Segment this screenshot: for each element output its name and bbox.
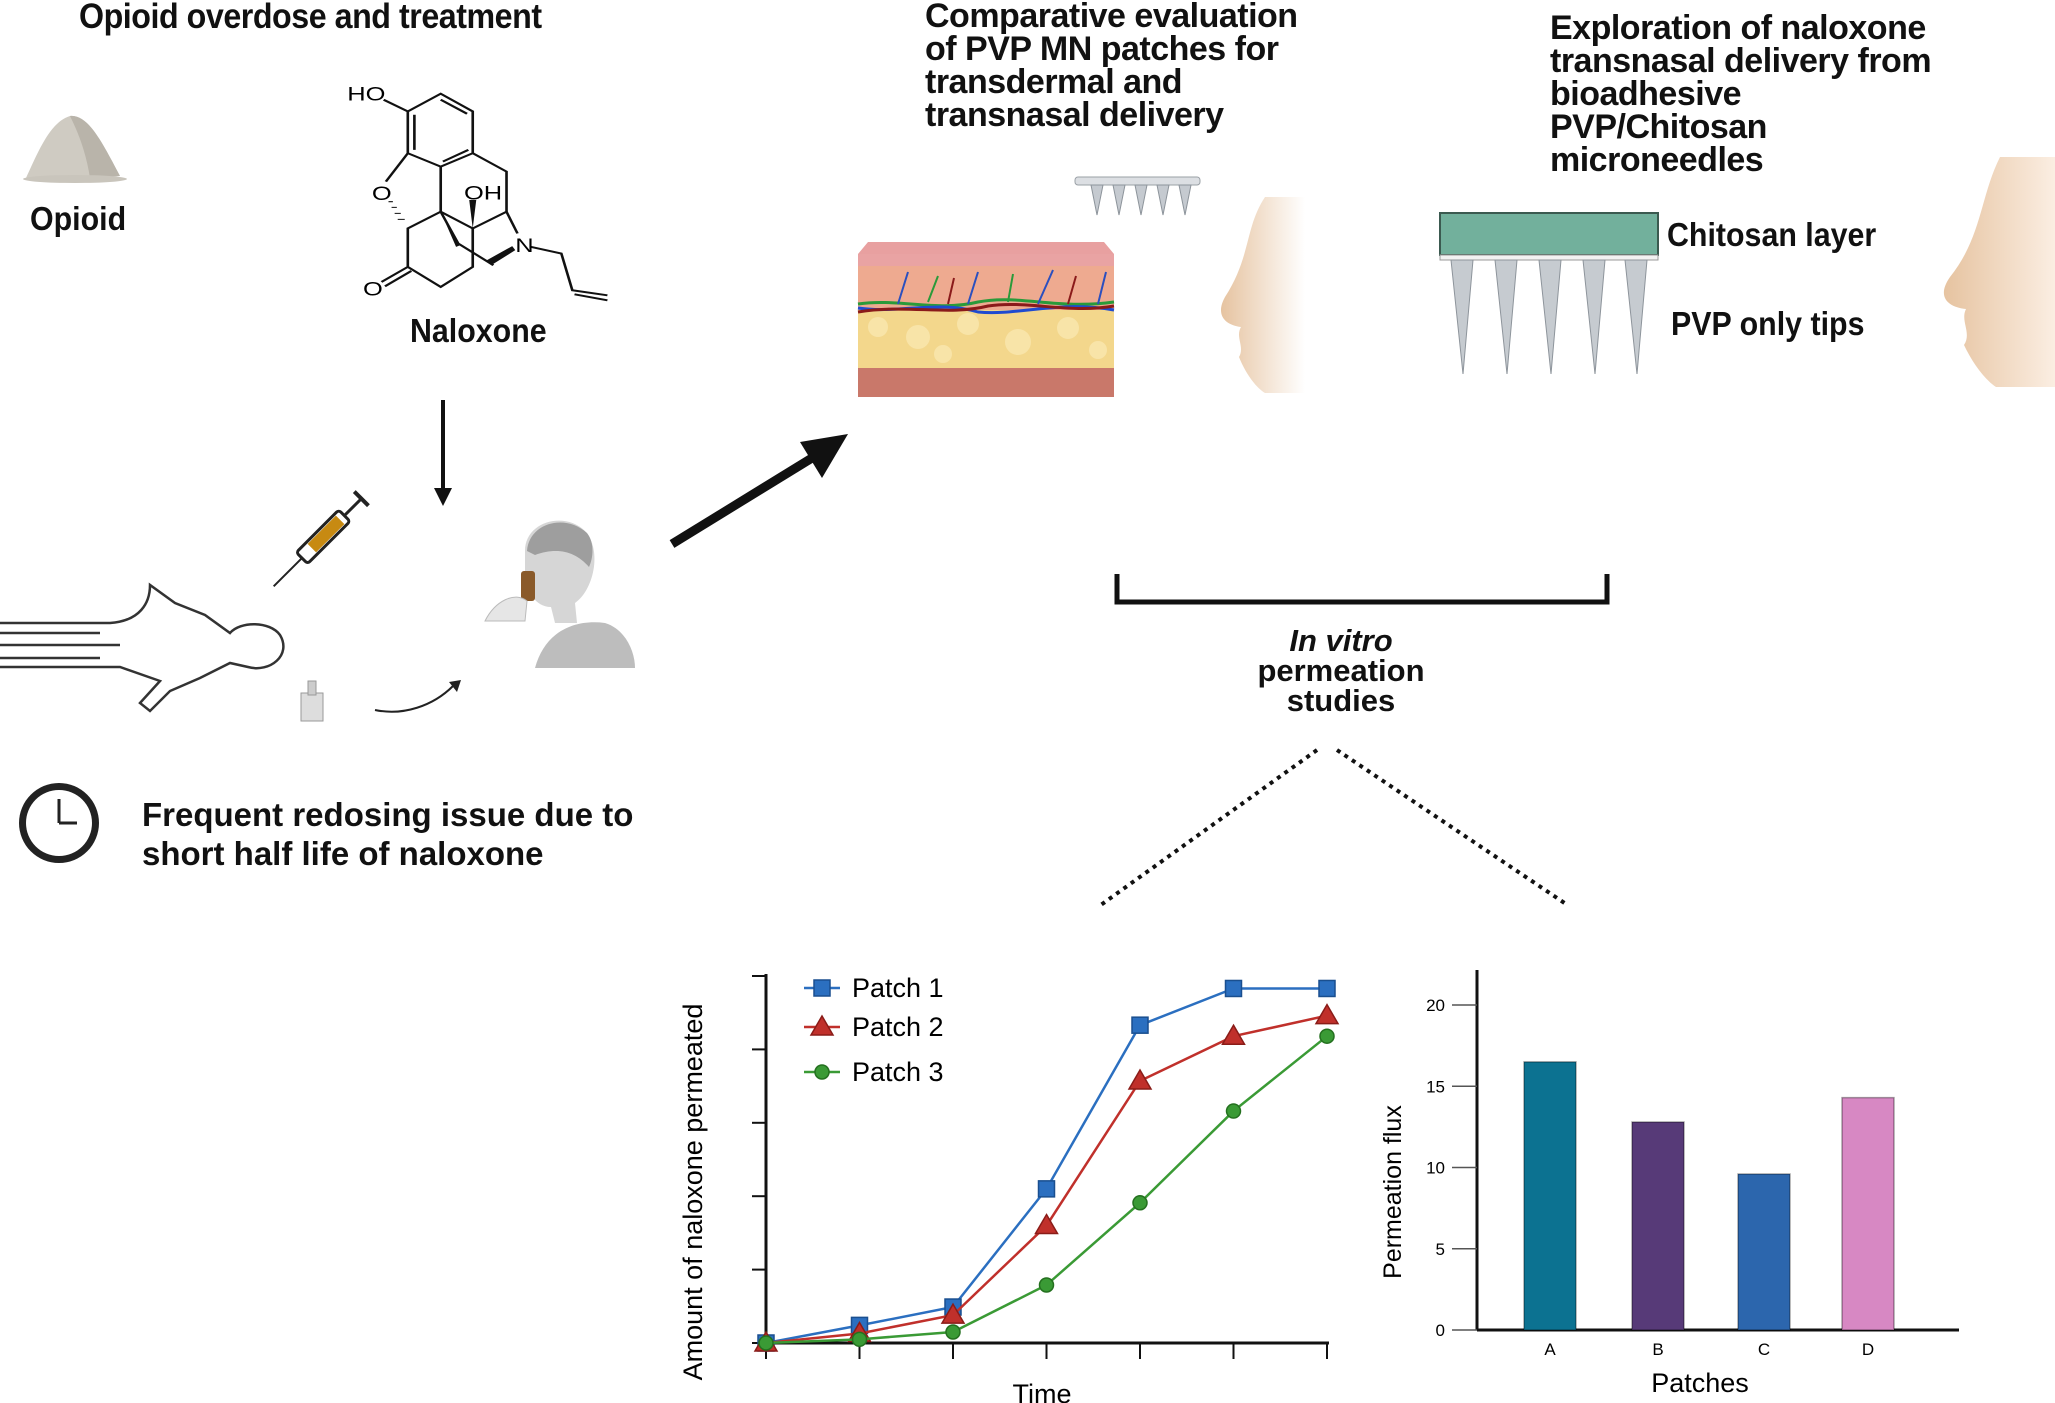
x-axis-label: Patches [1651,1368,1749,1398]
y-tick-label: 5 [1436,1240,1445,1259]
middle-title-line: transdermal and [925,63,1183,101]
legend-marker [809,1014,835,1036]
right-title-line: Exploration of naloxone [1550,9,1926,47]
x-axis-label: Time [1013,1379,1072,1403]
bar-d [1841,1096,1895,1331]
naloxone-label-text: Naloxone [410,312,547,349]
right-title-line: transnasal delivery from [1550,42,1932,80]
redosing-line-2: short half life of naloxone [142,835,544,872]
naloxone-structure-diagram: HO OH O O N [347,83,608,302]
data-point [1224,979,1243,998]
diagonal-arrow-icon [669,434,848,548]
studies-line-in-vitro: In vitro [1289,623,1393,658]
legend-label: Patch 3 [852,1057,944,1087]
x-tick-label: B [1652,1340,1663,1359]
y-tick-label: 20 [1426,996,1445,1015]
y-axis-label: Permeation flux [1379,1105,1407,1279]
data-point [1127,1068,1153,1090]
data-point [1318,979,1336,998]
atom-o-keto: O [363,278,383,299]
x-tick-label: A [1544,1340,1556,1359]
data-point [1225,1103,1242,1119]
atom-oh: OH [464,182,502,203]
data-point [1034,1213,1059,1235]
middle-title-line: of PVP MN patches for [925,30,1279,68]
y-tick-label: 15 [1426,1077,1445,1096]
data-point [1131,1016,1149,1034]
legend-marker [813,979,831,997]
pvp-tips-label: PVP only tips [1671,305,1881,343]
opioid-label-text: Opioid [30,200,127,237]
studies-line: studies [1286,683,1396,718]
x-tick-label: C [1758,1340,1770,1359]
atom-ho: HO [347,83,385,104]
data-point [1319,1028,1335,1044]
chitosan-layer-label-text: Chitosan layer [1667,216,1877,253]
skin-layers-icon [857,242,1115,397]
right-title-line: microneedles [1550,141,1764,179]
chitosan-microneedle-array-icon [1439,212,1659,375]
atom-n: N [515,235,533,256]
clock-icon [19,783,99,863]
x-tick-label: D [1862,1340,1874,1359]
pvp-tips-label-text: PVP only tips [1671,305,1865,342]
patient-lying-icon [0,582,285,713]
down-arrow-icon [434,400,452,506]
chitosan-layer-label: Chitosan layer [1667,216,1894,254]
data-point [851,1331,868,1348]
dotted-line-right [1335,748,1568,906]
face-profile-icon [1220,197,1305,393]
opioid-label: Opioid [30,200,134,238]
middle-title-line: Comparative evaluation [925,0,1298,35]
data-point [945,1324,961,1340]
data-point [1037,1180,1056,1198]
right-title-line: bioadhesive [1550,75,1742,113]
data-point [1314,1003,1340,1025]
left-panel-title-text: Opioid overdose and treatment [79,0,542,36]
atom-o-ring: O [372,183,392,204]
data-point [1221,1023,1246,1045]
syringe-icon [272,490,370,588]
studies-label: In vitro permeation studies [1241,623,1441,718]
right-title-line: PVP/Chitosan [1550,108,1767,146]
small-microneedle-patch-icon [1074,176,1201,216]
studies-line: permeation [1257,653,1425,688]
data-point [940,1302,966,1324]
curved-arrow-icon [374,680,461,713]
middle-panel-title: Comparative evaluation of PVP MN patches… [925,0,1298,132]
opioid-powder-icon [23,115,127,183]
y-tick-label: 10 [1426,1159,1445,1178]
inhaler-device-icon [300,680,324,722]
data-point [758,1335,774,1351]
bar-c [1737,1173,1791,1331]
bar-b [1631,1121,1685,1331]
data-point [1132,1195,1148,1211]
bar-a [1523,1061,1577,1331]
redosing-line-1: Frequent redosing issue due to [142,796,634,833]
bracket-divider [1114,574,1610,605]
legend-marker [814,1064,830,1080]
legend-label: Patch 1 [852,973,944,1003]
naloxone-label: Naloxone [410,312,559,350]
y-tick-label: 0 [1436,1321,1445,1340]
data-point [1038,1277,1055,1293]
right-panel-title: Exploration of naloxone transnasal deliv… [1550,9,1932,179]
face-profile-icon [1943,157,2055,387]
series-3 [758,1028,1335,1351]
middle-title-line: transnasal delivery [925,96,1224,134]
person-nasal-spray-icon [484,520,635,668]
y-axis-label: Amount of naloxone permeated [678,1004,708,1381]
left-panel-title: Opioid overdose and treatment [79,0,582,36]
legend-label: Patch 2 [852,1012,944,1042]
redosing-text: Frequent redosing issue due to short hal… [142,795,633,873]
